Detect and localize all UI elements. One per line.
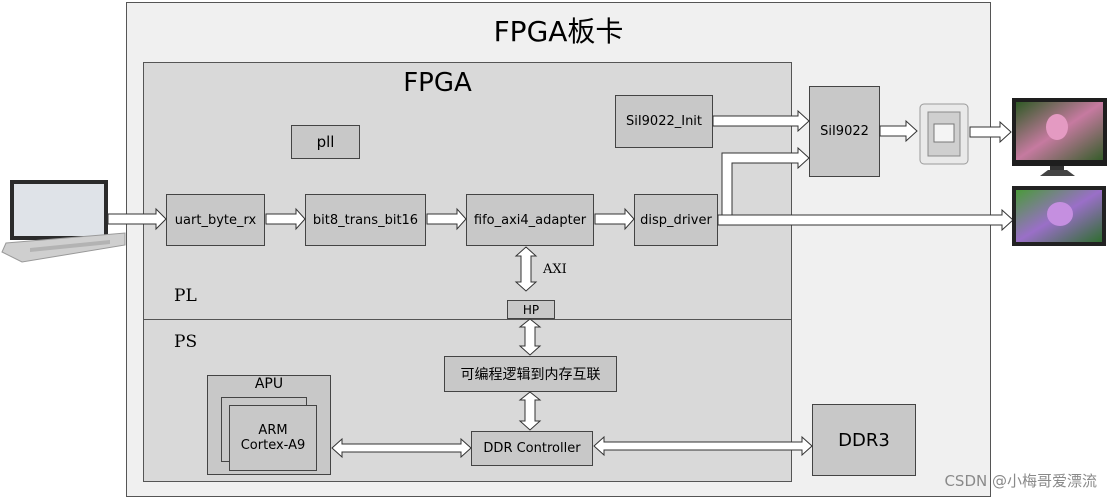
ddr-controller-block: DDR Controller bbox=[471, 431, 593, 466]
board-title: FPGA板卡 bbox=[493, 15, 624, 48]
hp-port-block: HP bbox=[507, 300, 555, 319]
arrow-hdmi-to-monitor bbox=[969, 120, 1012, 144]
sii9022-init-block: SiI9022_Init bbox=[615, 95, 713, 148]
lcd-screen-icon bbox=[1012, 186, 1106, 246]
csdn-watermark: CSDN @小梅哥爱漂流 bbox=[944, 472, 1097, 490]
arrow-ddrctrl-ddr3 bbox=[593, 435, 813, 457]
axi-label: AXI bbox=[543, 262, 567, 277]
disp-driver-block: disp_driver bbox=[634, 194, 718, 246]
sii9022-block: SiI9022 bbox=[809, 86, 880, 177]
arm-label: ARM bbox=[258, 423, 288, 438]
uart-byte-rx-block: uart_byte_rx bbox=[166, 194, 265, 246]
bit8-trans-bit16-block: bit8_trans_bit16 bbox=[305, 194, 426, 246]
arrow-disp-to-lcd bbox=[717, 208, 1014, 232]
fpga-title: FPGA bbox=[403, 68, 472, 98]
arrow-disp-to-sii9022 bbox=[721, 146, 810, 216]
arm-cortex-a9-block: ARM Cortex-A9 bbox=[229, 405, 317, 471]
hdmi-connector-icon bbox=[919, 103, 969, 165]
apu-label: APU bbox=[254, 376, 284, 392]
arrow-init-to-sii9022 bbox=[712, 109, 810, 133]
arrow-laptop-to-uart bbox=[107, 207, 167, 231]
pll-block: pll bbox=[291, 125, 360, 159]
cortex-a9-label: Cortex-A9 bbox=[240, 438, 306, 453]
ps-label: PS bbox=[174, 332, 198, 352]
arrow-hp-interconnect bbox=[518, 318, 542, 356]
pl-label: PL bbox=[174, 286, 197, 306]
fifo-axi4-adapter-block: fifo_axi4_adapter bbox=[466, 194, 594, 246]
pl-ps-divider bbox=[143, 319, 792, 320]
arrow-sii9022-to-hdmi bbox=[879, 119, 918, 143]
arrow-uart-to-bit8 bbox=[265, 207, 306, 231]
arrow-fifo-to-disp bbox=[594, 207, 635, 231]
laptop-icon bbox=[1, 180, 126, 263]
arrow-bit8-to-fifo bbox=[426, 207, 467, 231]
arrow-fifo-hp-axi bbox=[514, 246, 538, 292]
arrow-interconnect-ddrctrl bbox=[518, 391, 542, 431]
arrow-arm-ddrctrl bbox=[331, 437, 472, 459]
ddr3-block: DDR3 bbox=[812, 404, 916, 476]
monitor-icon bbox=[1012, 98, 1107, 176]
interconnect-block: 可编程逻辑到内存互联 bbox=[444, 356, 617, 392]
